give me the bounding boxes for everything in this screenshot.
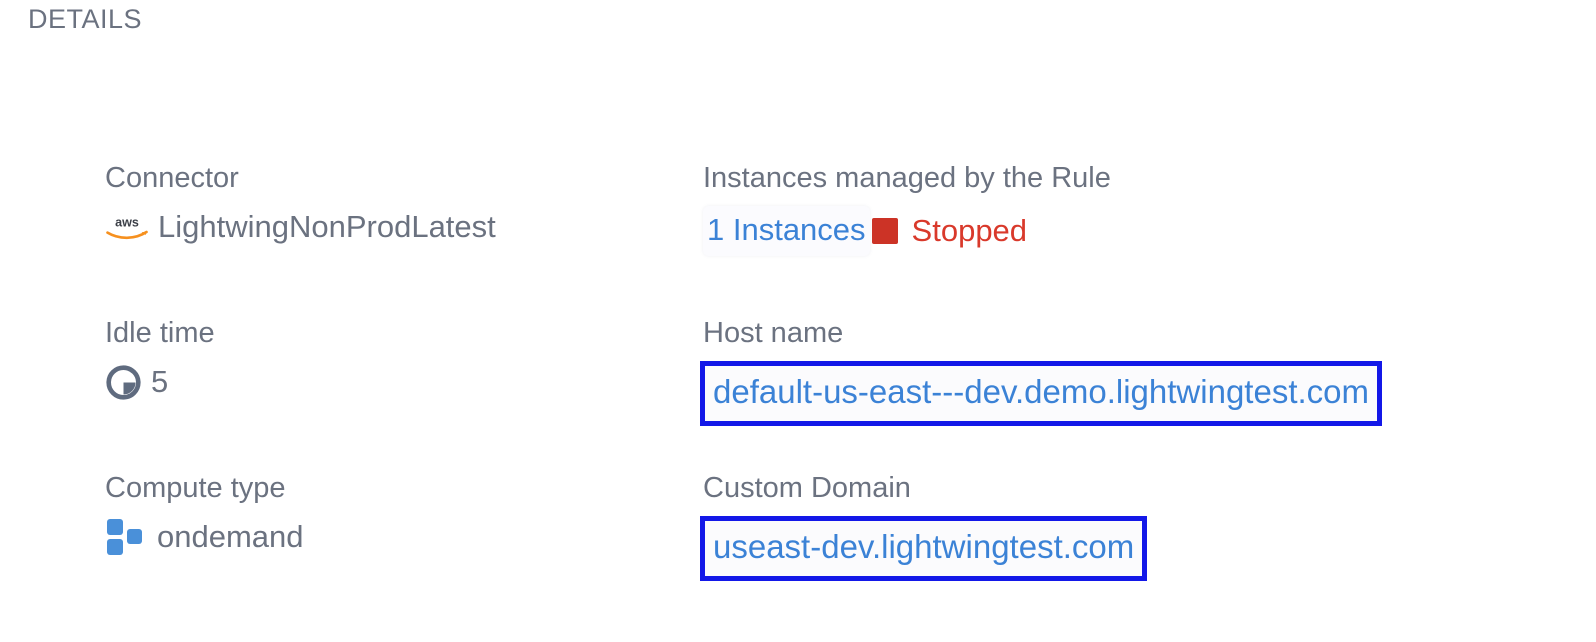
idle-time-value-row: 5 xyxy=(105,361,215,403)
clock-icon xyxy=(105,364,142,401)
custom-domain-highlight[interactable]: useast-dev.lightwingtest.com xyxy=(700,516,1148,581)
compute-blocks-icon xyxy=(105,517,147,557)
instances-count-link[interactable]: 1 Instances xyxy=(703,206,870,256)
custom-domain-label: Custom Domain xyxy=(703,472,911,504)
connector-label: Connector xyxy=(105,162,239,194)
field-connector: Connector aws LightwingNonProdLatest xyxy=(105,160,496,248)
compute-type-label: Compute type xyxy=(105,472,286,504)
custom-domain-link[interactable]: useast-dev.lightwingtest.com xyxy=(713,528,1135,565)
instances-value-row: 1 Instances Stopped xyxy=(703,206,1111,256)
connector-name: LightwingNonProdLatest xyxy=(158,209,496,244)
detail-row: Idle time 5 Host name default-us-east---… xyxy=(0,315,1596,470)
host-name-highlight[interactable]: default-us-east---dev.demo.lightwingtest… xyxy=(700,361,1383,426)
svg-text:aws: aws xyxy=(115,215,139,229)
idle-time-label: Idle time xyxy=(105,317,215,349)
idle-time-value: 5 xyxy=(151,364,169,399)
field-host-name: Host name default-us-east---dev.demo.lig… xyxy=(700,315,1383,426)
field-custom-domain: Custom Domain useast-dev.lightwingtest.c… xyxy=(700,470,1148,581)
page-title: DETAILS xyxy=(28,4,143,34)
compute-type-value-row: ondemand xyxy=(105,516,304,558)
instances-label: Instances managed by the Rule xyxy=(703,162,1111,194)
aws-icon: aws xyxy=(105,210,149,244)
detail-row: Compute type ondemand Custom Domain usea… xyxy=(0,470,1596,625)
status-badge: Stopped xyxy=(911,213,1028,248)
field-compute-type: Compute type ondemand xyxy=(105,470,304,558)
connector-value-row: aws LightwingNonProdLatest xyxy=(105,206,496,248)
stop-square-icon xyxy=(871,218,898,244)
detail-row: Connector aws LightwingNonProdLatest Ins… xyxy=(0,160,1596,315)
details-grid: Connector aws LightwingNonProdLatest Ins… xyxy=(0,160,1596,625)
host-name-link[interactable]: default-us-east---dev.demo.lightwingtest… xyxy=(713,373,1370,410)
field-instances: Instances managed by the Rule 1 Instance… xyxy=(703,160,1111,256)
field-idle-time: Idle time 5 xyxy=(105,315,215,403)
compute-type-value: ondemand xyxy=(157,519,304,554)
host-name-label: Host name xyxy=(703,317,844,349)
